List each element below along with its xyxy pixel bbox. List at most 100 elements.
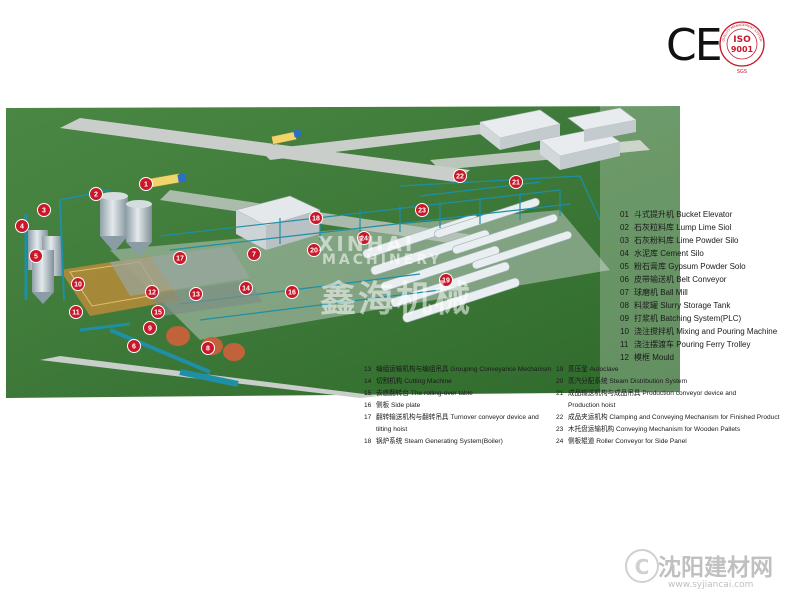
legend-number: 05	[620, 262, 629, 271]
callout-marker-11: 11	[69, 305, 83, 319]
legend-text: 石灰粉料库 Lime Powder Silo	[634, 236, 739, 245]
legend-text: 成品输送机构与成品吊具 Production conveyor device a…	[568, 390, 737, 397]
legend-number: 01	[620, 210, 629, 219]
legend-text: 斗式提升机 Bucket Elevator	[634, 210, 733, 219]
callout-number: 18	[312, 216, 320, 223]
legend-bottom-right-row: 19 蒸压釜 Autoclave	[556, 364, 792, 376]
callout-marker-16: 16	[285, 285, 299, 299]
trucks	[149, 129, 302, 188]
callout-number: 22	[456, 174, 464, 181]
legend-right-row: 04 水泥库 Cement Silo	[620, 247, 798, 260]
autoclaves	[362, 197, 572, 323]
callout-marker-6: 6	[127, 339, 141, 353]
callout-marker-5: 5	[29, 249, 43, 263]
legend-number: 09	[620, 314, 629, 323]
legend-number: 04	[620, 249, 629, 258]
legend-number: 06	[620, 275, 629, 284]
callout-number: 15	[154, 310, 162, 317]
legend-text: 木托盘运输机构 Conveying Mechanism for Wooden P…	[568, 426, 741, 433]
legend-right: 01 斗式提升机 Bucket Elevator 02 石灰粒料库 Lump Lime…	[620, 208, 798, 364]
legend-number: 11	[620, 340, 629, 349]
iso-bottom-text: SGS	[737, 69, 747, 75]
callout-number: 7	[252, 252, 256, 259]
callout-marker-7: 7	[247, 247, 261, 261]
legend-number: 12	[620, 353, 629, 362]
legend-text: Production hoist	[568, 402, 616, 409]
watermark-en: XINHAI	[318, 232, 416, 256]
legend-number: 17	[364, 414, 372, 421]
callout-marker-15: 15	[151, 305, 165, 319]
callout-marker-18: 18	[309, 211, 323, 225]
legend-number: 20	[556, 378, 564, 385]
watermark-cn: 鑫海机械	[320, 279, 473, 320]
callout-number: 11	[72, 310, 80, 317]
legend-text: 浇注摆渡车 Pouring Ferry Trolley	[634, 340, 751, 349]
callout-marker-8: 8	[201, 341, 215, 355]
callout-number: 1	[144, 182, 148, 189]
callout-marker-17: 17	[173, 251, 187, 265]
legend-right-row: 01 斗式提升机 Bucket Elevator	[620, 208, 798, 221]
callout-number: 13	[192, 292, 200, 299]
callout-number: 24	[360, 236, 368, 243]
callout-number: 20	[310, 248, 318, 255]
legend-text: 料浆罐 Slurry Storage Tank	[634, 301, 731, 310]
callout-number: 17	[176, 256, 184, 263]
callout-number: 10	[74, 282, 82, 289]
callout-number: 19	[442, 278, 450, 285]
legend-text: 去底翻转台 The rolling-over table	[376, 390, 473, 397]
callout-number: 3	[42, 208, 46, 215]
legend-bottom-left-row: tilting hoist	[364, 424, 554, 436]
callout-number: 23	[418, 208, 426, 215]
legend-text: 翻转输送机构与翻转吊具 Turnover conveyor device and	[376, 414, 539, 421]
legend-number: 19	[556, 366, 564, 373]
legend-text: 石灰粒料库 Lump Lime Siol	[634, 223, 732, 232]
callout-number: 21	[512, 180, 520, 187]
legend-bottom-left-row: 17 翻转输送机构与翻转吊具 Turnover conveyor device a…	[364, 412, 554, 424]
legend-right-row: 09 打浆机 Batching System(PLC)	[620, 312, 798, 325]
callout-marker-1: 1	[139, 177, 153, 191]
legend-number: 07	[620, 288, 629, 297]
callout-marker-22: 22	[453, 169, 467, 183]
callout-marker-10: 10	[71, 277, 85, 291]
legend-text: 成品夹运机构 Clamping and Conveying Mechanism …	[568, 414, 780, 421]
legend-number: 16	[364, 402, 372, 409]
legend-text: 蒸压釜 Autoclave	[568, 366, 619, 373]
legend-number: 02	[620, 223, 629, 232]
legend-text: 锅炉系统 Steam Generating System(Boiler)	[376, 438, 503, 445]
legend-bottom-left-row: 15 去底翻转台 The rolling-over table	[364, 388, 554, 400]
legend-number: 18	[364, 438, 372, 445]
callout-number: 14	[242, 286, 250, 293]
callout-number: 6	[132, 344, 136, 351]
callout-marker-19: 19	[439, 273, 453, 287]
callout-marker-12: 12	[145, 285, 159, 299]
legend-number: 21	[556, 390, 564, 397]
callout-number: 2	[94, 192, 98, 199]
callout-marker-4: 4	[15, 219, 29, 233]
callout-marker-2: 2	[89, 187, 103, 201]
iso-seal: ISO 9001 SGS QUALITY MANAGEMENT SYSTEM	[719, 21, 765, 75]
legend-number: 15	[364, 390, 372, 397]
callout-marker-20: 20	[307, 243, 321, 257]
legend-text: 水泥库 Cement Silo	[634, 249, 704, 258]
legend-right-row: 02 石灰粒料库 Lump Lime Siol	[620, 221, 798, 234]
legend-bottom-right-row: Production hoist	[556, 400, 792, 412]
legend-bottom-right-row: 21 成品输送机构与成品吊具 Production conveyor device…	[556, 388, 792, 400]
callout-number: 12	[148, 290, 156, 297]
legend-number: 03	[620, 236, 629, 245]
site-url: www.syjiancai.com	[668, 580, 754, 590]
callout-marker-9: 9	[143, 321, 157, 335]
legend-text: tilting hoist	[376, 426, 408, 433]
finished-product-stacks	[479, 107, 637, 170]
legend-text: 打浆机 Batching System(PLC)	[634, 314, 742, 323]
